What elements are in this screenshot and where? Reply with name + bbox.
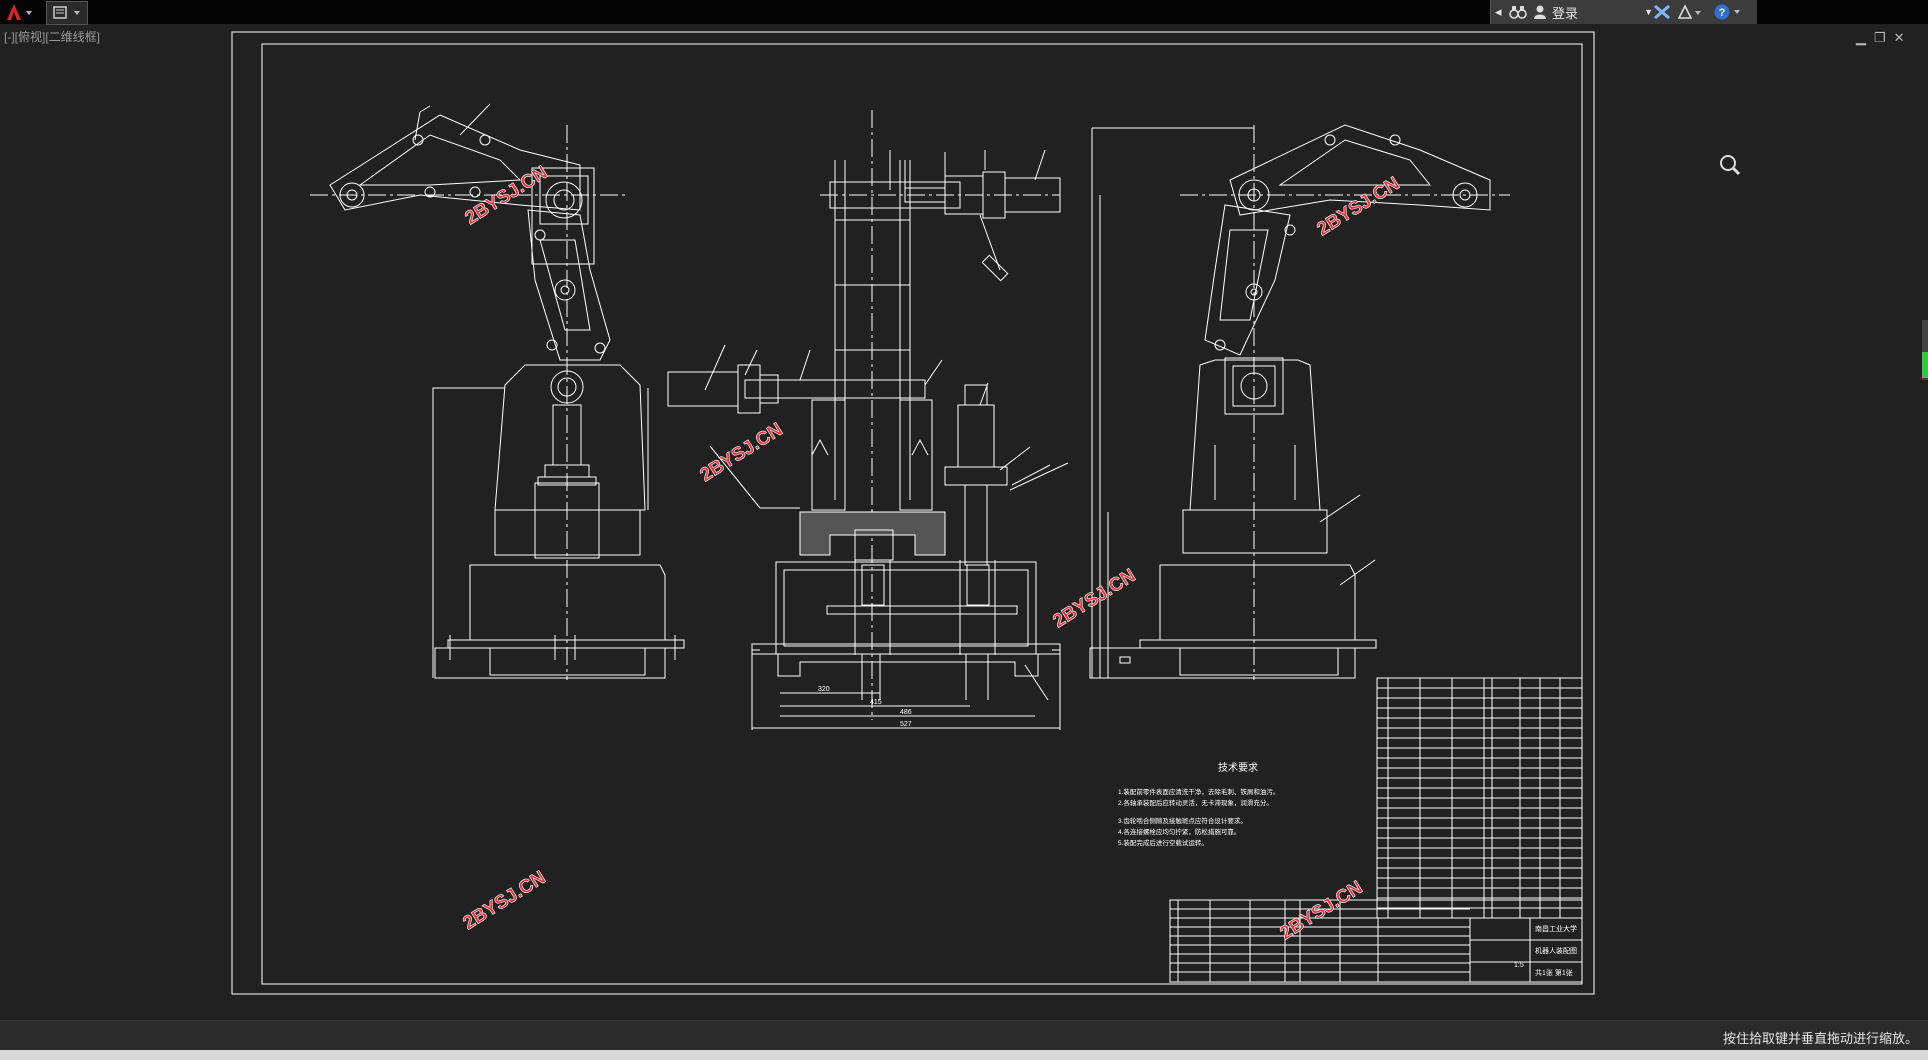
tech-line-1: 1.装配前零件表面应清洗干净，去除毛刺、铁屑和油污。 [1118,787,1279,796]
tech-line-3: 3.齿轮啮合侧隙及接触斑点应符合设计要求。 [1118,816,1247,825]
chevron-down-icon: ▼ [1644,7,1653,17]
title-block-scale: 1:5 [1514,962,1524,969]
title-block-sheet: 共1张 第1张 [1535,968,1573,977]
title-block-school: 南昌工业大学 [1535,924,1577,933]
tech-line-2: 2.各轴承装配后应转动灵活，无卡滞现象，润滑充分。 [1118,798,1273,807]
info-center-collapse[interactable]: ◂ [1495,4,1502,19]
dim-486: 486 [900,709,912,716]
watermark: 2BYSJ.CN [460,867,550,934]
workspace-icon [53,6,80,19]
watermark: 2BYSJ.CN [1314,173,1404,240]
watermark: 2BYSJ.CN [1277,877,1367,944]
sheet-outer-border [231,31,1595,995]
tech-line-4: 4.各连接螺栓应均匀拧紧，防松措施可靠。 [1118,827,1240,836]
vertical-scrollbar[interactable] [1922,320,1928,380]
help-button[interactable]: ? [1713,3,1743,21]
title-block [1169,899,1583,983]
watermark: 2BYSJ.CN [697,419,787,486]
application-menu-button[interactable] [2,1,36,23]
sheet-inner-border [261,43,1583,985]
right-side-view [1089,124,1510,680]
watermark: 2BYSJ.CN [1050,565,1140,632]
binoculars-icon [1509,6,1527,19]
title-bar: ◂ 登录 ▼ [0,0,1928,25]
login-button[interactable]: 登录 ▼ [1533,3,1653,21]
tech-line-5: 5.装配完成后进行空载试运转。 [1118,838,1208,847]
restore-icon[interactable]: ❐ [1874,30,1886,45]
dim-320: 320 [818,686,830,693]
dim-527: 527 [900,721,912,728]
user-icon [1534,5,1546,19]
search-button[interactable] [1509,3,1527,21]
title-block-drawing-name: 机器人装配图 [1535,946,1577,955]
exchange-button[interactable] [1653,3,1671,21]
watermark: 2BYSJ.CN [462,162,552,229]
drawing-window-controls: ▁ ❐ ✕ [1856,30,1905,46]
svg-text:?: ? [1719,7,1726,19]
dim-415: 415 [870,699,882,706]
help-icon: ? [1714,4,1740,20]
autocad-logo-icon [7,4,32,20]
close-icon[interactable]: ✕ [1893,30,1905,45]
scroll-indicator[interactable] [1922,352,1928,378]
status-hint: 按住拾取键并垂直拖动进行缩放。 [1722,1031,1918,1046]
stay-connected-button[interactable] [1677,3,1703,21]
bottom-strip [0,1050,1928,1060]
info-center: ◂ 登录 ▼ [1490,0,1757,24]
drawing-canvas[interactable]: 320 415 486 527 技术要求 1.装配前零件表面应清洗干净，去除毛刺… [0,24,1928,1020]
minimize-icon[interactable]: ▁ [1856,30,1866,45]
status-bar: 按住拾取键并垂直拖动进行缩放。 [0,1020,1928,1051]
front-section-view [667,110,1069,730]
zoom-magnifier-icon [1720,155,1741,176]
login-label: 登录 [1552,5,1579,21]
viewport-controls-label[interactable]: [-][俯视][二维线框] [4,30,101,44]
exchange-icon [1654,4,1670,20]
tech-requirements-title: 技术要求 [1218,761,1258,774]
a360-icon [1677,4,1701,19]
left-side-view [310,103,685,680]
quick-access-button[interactable] [46,1,88,25]
